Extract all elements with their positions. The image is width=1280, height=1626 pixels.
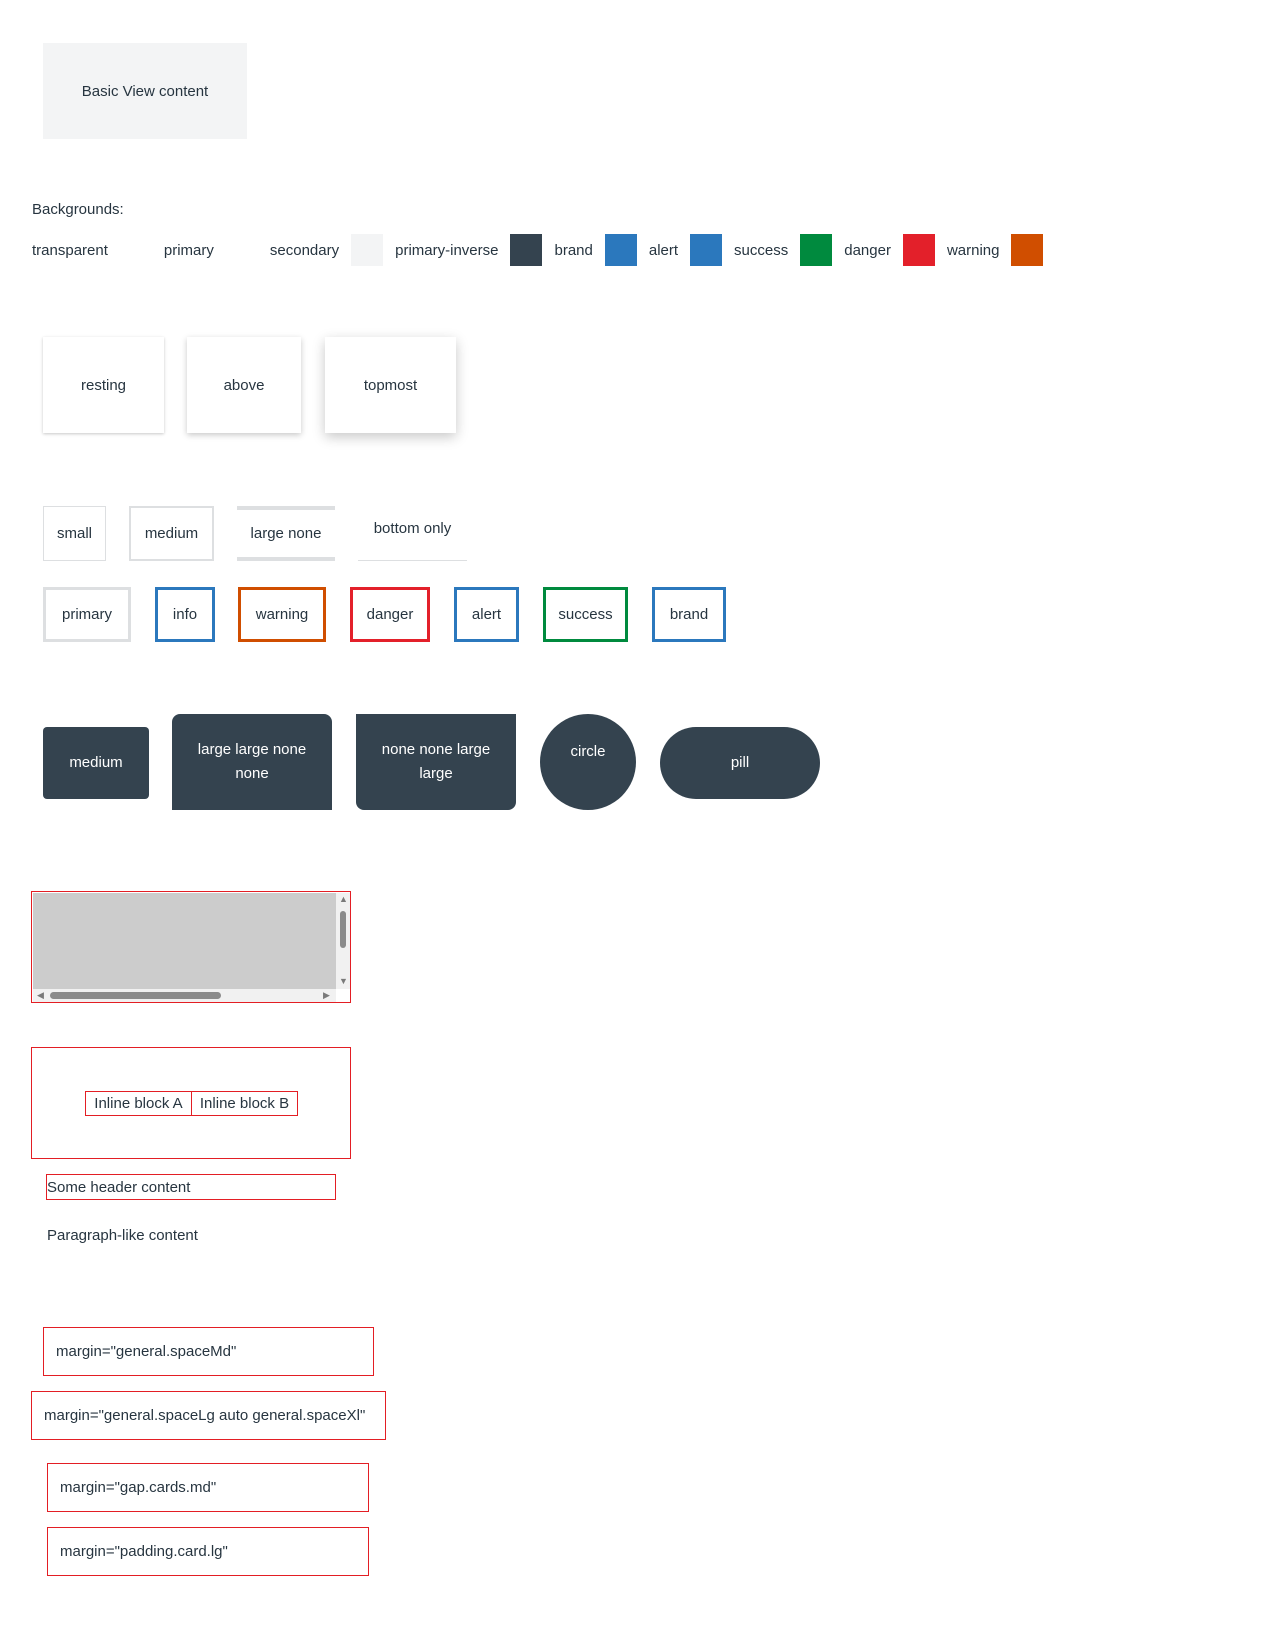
border-large-label: large none [250, 525, 322, 542]
border-color-alert-box: alert [454, 587, 519, 642]
margin-box-padding-card: margin="padding.card.lg" [47, 1527, 369, 1576]
border-color-alert-label: alert [471, 606, 502, 623]
margin-box-space-lg: margin="general.spaceLg auto general.spa… [31, 1391, 386, 1440]
border-color-warning-label: warning [255, 606, 309, 623]
basic-view-label: Basic View content [81, 82, 209, 100]
vertical-scrollbar[interactable]: ▲ ▼ [336, 893, 350, 989]
horizontal-scroll-thumb[interactable] [50, 992, 221, 999]
shadow-above-label: above [223, 376, 265, 394]
bg-swatch-secondary [351, 234, 384, 266]
header-content-box: Some header content [46, 1174, 336, 1200]
bg-swatch-transparent [120, 234, 152, 266]
radius-pill-label: pill [730, 754, 750, 771]
radius-none-large-label: none none large large [381, 741, 491, 782]
bg-swatch-primary [225, 234, 258, 266]
bg-label-transparent: transparent [32, 241, 108, 259]
border-color-brand-box: brand [652, 587, 726, 642]
shadow-above-box: above [187, 337, 301, 433]
bg-label-success: success [734, 241, 789, 259]
inline-block-container [31, 1047, 351, 1159]
radius-large-none-box: large large none none [172, 714, 332, 810]
margin-box-padding-card-label: margin="padding.card.lg" [60, 1543, 228, 1560]
radius-large-none-label: large large none none [197, 741, 307, 782]
scroll-right-icon[interactable]: ▶ [323, 990, 330, 1000]
border-color-danger-box: danger [350, 587, 430, 642]
radius-circle-box: circle [540, 714, 636, 810]
border-color-primary-box: primary [43, 587, 131, 642]
inline-block-a-label: Inline block A [94, 1095, 183, 1112]
inline-block-a: Inline block A [85, 1091, 192, 1116]
margin-box-gap-cards-label: margin="gap.cards.md" [60, 1479, 217, 1496]
border-color-brand-label: brand [669, 606, 709, 623]
border-medium-label: medium [144, 525, 199, 542]
border-small-box: small [43, 506, 106, 561]
bg-label-danger: danger [844, 241, 891, 259]
border-medium-box: medium [129, 506, 214, 561]
bg-label-warning: warning [946, 241, 1000, 259]
border-large-box: large none [237, 506, 335, 561]
border-color-warning-box: warning [238, 587, 326, 642]
radius-pill-box: pill [660, 727, 820, 799]
vertical-scroll-thumb[interactable] [340, 911, 346, 948]
scroll-left-icon[interactable]: ◀ [37, 990, 44, 1000]
border-bottom-label: bottom only [373, 520, 452, 537]
margin-box-space-md-label: margin="general.spaceMd" [56, 1343, 237, 1360]
paragraph-content: Paragraph-like content [47, 1227, 198, 1244]
scroll-container[interactable]: ▲ ▼ ◀ ▶ [31, 891, 351, 1003]
bg-swatch-warning [1011, 234, 1044, 266]
margin-box-space-md: margin="general.spaceMd" [43, 1327, 374, 1376]
horizontal-scrollbar[interactable]: ◀ ▶ [33, 989, 336, 1002]
bg-label-primary: primary [163, 241, 214, 259]
shadow-resting-label: resting [80, 376, 127, 394]
basic-view-box: Basic View content [43, 43, 247, 139]
margin-box-space-lg-label: margin="general.spaceLg auto general.spa… [44, 1407, 366, 1424]
bg-label-primary-inverse: primary-inverse [395, 241, 499, 259]
bg-swatch-alert [690, 234, 723, 266]
radius-none-large-box: none none large large [356, 714, 516, 810]
radius-medium-label: medium [69, 754, 123, 771]
shadow-topmost-box: topmost [325, 337, 456, 433]
inline-block-b: Inline block B [191, 1091, 298, 1116]
border-color-success-label: success [558, 606, 613, 623]
header-content-label: Some header content [47, 1178, 191, 1196]
shadow-resting-box: resting [43, 337, 164, 433]
backgrounds-heading: Backgrounds: [32, 201, 124, 218]
border-color-success-box: success [543, 587, 628, 642]
bg-label-brand: brand [554, 241, 593, 259]
scroll-up-icon[interactable]: ▲ [339, 894, 348, 904]
bg-swatch-success [800, 234, 833, 266]
bg-swatch-primary-inverse [510, 234, 543, 266]
bg-swatch-brand [604, 234, 637, 266]
inline-block-b-label: Inline block B [199, 1095, 290, 1112]
scroll-down-icon[interactable]: ▼ [339, 976, 348, 986]
bg-swatch-danger [902, 234, 935, 266]
bg-label-secondary: secondary [269, 241, 340, 259]
border-bottom-box: bottom only [358, 506, 467, 561]
scroll-content [33, 893, 336, 989]
border-color-primary-label: primary [61, 606, 112, 623]
border-color-info-box: info [155, 587, 215, 642]
radius-circle-label: circle [570, 743, 606, 760]
margin-box-gap-cards: margin="gap.cards.md" [47, 1463, 369, 1512]
backgrounds-row: transparent primary secondary primary-in… [32, 234, 1055, 266]
border-color-danger-label: danger [366, 606, 414, 623]
bg-label-alert: alert [648, 241, 679, 259]
shadow-topmost-label: topmost [363, 376, 418, 394]
border-color-info-label: info [172, 606, 198, 623]
border-small-label: small [56, 525, 92, 542]
radius-medium-box: medium [43, 727, 149, 799]
